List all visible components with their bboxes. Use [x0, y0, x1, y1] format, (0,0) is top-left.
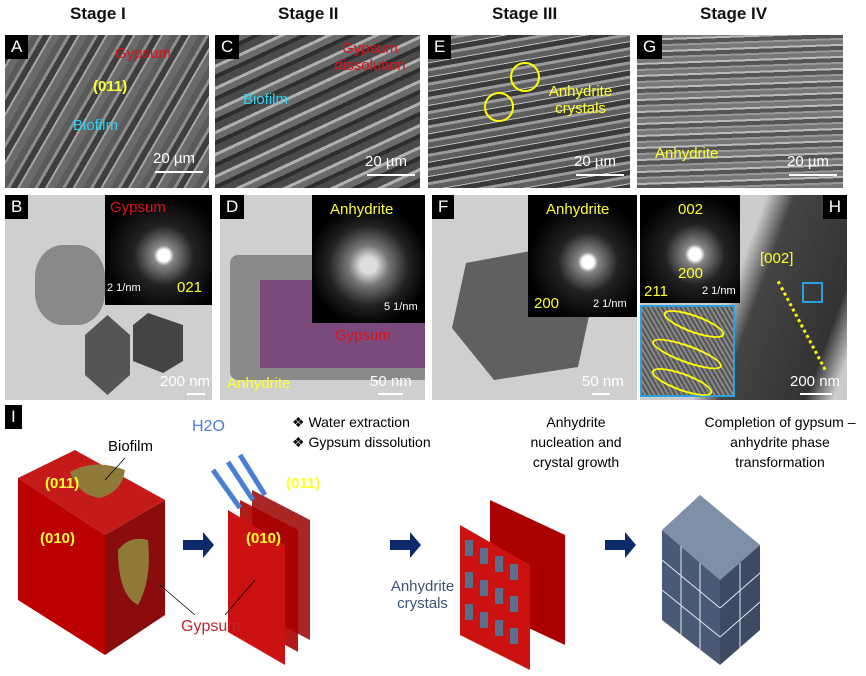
scale-text: 200 nm [160, 373, 211, 390]
face-010-label-2: (010) [246, 530, 282, 547]
spot-label: 200 [534, 295, 560, 312]
hrtem-inset [640, 304, 735, 400]
panel-g-sem: G Anhydrite 20 µm [637, 35, 843, 188]
completion-label: Completion of gypsum – anhydrite phase t… [704, 414, 856, 470]
scale-bar [576, 174, 624, 176]
stage-header-4: Stage IV [700, 4, 768, 23]
anhydrite-block [661, 495, 761, 665]
fft-inset: Anhydrite 5 1/nm [312, 195, 425, 323]
step-text: Water extraction [308, 414, 410, 430]
gypsum-text: Gypsum [115, 45, 171, 62]
panel-label: D [220, 195, 245, 219]
panel-h-tem: H 002 200 211 2 1/nm [002] 200 nm [640, 195, 847, 400]
region-box [802, 282, 823, 303]
anhydrite-text: Anhydrite [227, 375, 291, 392]
step-gypsum-dissolution: ❖ Gypsum dissolution [292, 434, 431, 450]
scale-bar [800, 393, 832, 395]
scale-text: 20 µm [787, 153, 829, 170]
face-011-label: (011) [45, 475, 80, 492]
spot-label: 200 [678, 265, 704, 282]
inset-scale-text: 2 1/nm [107, 282, 141, 294]
inset-scale-text: 2 1/nm [702, 285, 736, 297]
crystal-circle [484, 92, 514, 122]
panel-label: C [215, 35, 240, 59]
scale-text: 20 µm [574, 153, 616, 170]
panel-label: F [432, 195, 455, 219]
inset-scale-text: 5 1/nm [384, 301, 418, 313]
water-label: H2O [192, 418, 225, 435]
layered-plates [210, 453, 310, 665]
anhydrite-crystals-text: Anhydrite crystals [548, 83, 613, 117]
lattice-ellipse [660, 304, 728, 344]
scale-text: 50 nm [370, 373, 412, 390]
saed-inset: Anhydrite 200 2 1/nm [528, 195, 637, 317]
step-text: Gypsum dissolution [308, 434, 431, 450]
scale-bar [592, 393, 610, 395]
scale-bar [378, 393, 403, 395]
panel-a-sem: A Gypsum (011) Biofilm 20 µm [5, 35, 209, 188]
panel-c-sem: C Gypsum dissolution Biofilm 20 µm [215, 35, 420, 188]
inset-title: Anhydrite [330, 201, 394, 218]
panel-label: A [5, 35, 29, 59]
scale-text: 20 µm [365, 153, 407, 170]
spot-label: 021 [177, 279, 203, 296]
saed-inset: 002 200 211 2 1/nm [640, 195, 740, 303]
arrows [183, 532, 636, 558]
inset-scale-text: 2 1/nm [593, 298, 627, 310]
panel-label: E [428, 35, 452, 59]
scale-bar [187, 393, 205, 395]
nucleation-label: Anhydrite nucleation and crystal growth [530, 414, 622, 470]
anhydrite-crystals-label: Anhydrite crystals [390, 578, 455, 612]
scale-text: 50 nm [582, 373, 624, 390]
panel-b-tem: B Gypsum 2 1/nm 021 200 nm [5, 195, 212, 400]
crystal-circle [510, 62, 540, 92]
panel-label-i: I [5, 405, 22, 429]
spot-label: 002 [678, 201, 704, 218]
gypsum-crystal [18, 450, 165, 655]
face-011-text: (011) [93, 78, 128, 95]
scale-bar [789, 174, 837, 176]
particle [35, 245, 105, 325]
stage-header-3: Stage III [492, 4, 558, 23]
biofilm-text: Biofilm [73, 117, 119, 134]
saed-inset: Gypsum 2 1/nm 021 [105, 195, 212, 305]
stage-header-2: Stage II [278, 4, 339, 23]
particle [85, 315, 130, 395]
panel-label: H [822, 195, 847, 219]
panel-label: G [637, 35, 663, 59]
gypsum-text: Gypsum [335, 327, 391, 344]
panel-d-tem: D Anhydrite 5 1/nm Gypsum Anhydrite 50 n… [220, 195, 425, 400]
panel-f-tem: F Anhydrite 200 2 1/nm 50 nm [432, 195, 637, 400]
panel-label: B [5, 195, 29, 219]
spot-label: 211 [644, 283, 668, 300]
scale-text: 20 µm [153, 150, 195, 167]
biofilm-text: Biofilm [243, 91, 289, 108]
scale-bar [367, 174, 415, 176]
stage-header-1: Stage I [70, 4, 126, 23]
anhydrite-text: Anhydrite [655, 145, 719, 162]
nucleation-plates [460, 500, 565, 670]
step-water-extraction: ❖ Water extraction [292, 414, 410, 430]
phase-transformation-diagram [18, 450, 761, 670]
scale-text: 200 nm [790, 373, 841, 390]
gypsum-dissolution-text: Gypsum dissolution [334, 40, 406, 74]
scale-bar [155, 171, 203, 173]
particle [133, 313, 183, 373]
face-011-label-2: (011) [286, 475, 321, 492]
direction-label: [002] [760, 250, 794, 267]
biofilm-label: Biofilm [108, 438, 154, 455]
inset-title: Anhydrite [546, 201, 610, 218]
gypsum-label: Gypsum [181, 618, 241, 635]
panel-e-sem: E Anhydrite crystals 20 µm [428, 35, 630, 188]
inset-title: Gypsum [110, 199, 166, 216]
face-010-label: (010) [40, 530, 76, 547]
